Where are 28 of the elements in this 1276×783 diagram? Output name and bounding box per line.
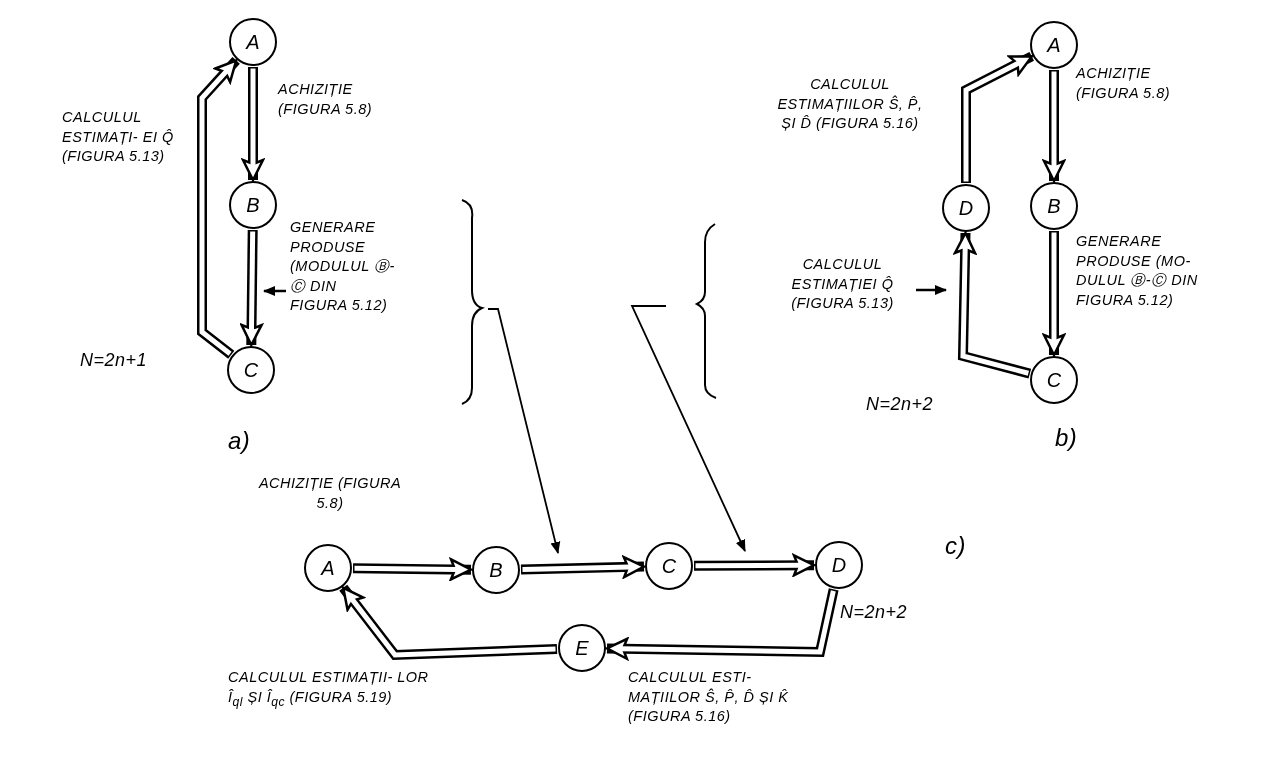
edge-label: CALCULUL ESTIMAȚIEI Q̂ (FIGURA 5.13) [790, 255, 895, 314]
circle-node: B [472, 546, 520, 594]
text-label: a) [228, 426, 251, 456]
edge-label: ACHIZIȚIE (FIGURA 5.8) [278, 80, 374, 119]
circle-node: C [1030, 356, 1078, 404]
edge-label: CALCULUL ESTIMAȚIILOR Ŝ, P̂, ȘI D̂ (FIGURA 5.16) [776, 75, 924, 134]
edge-label: ACHIZIȚIE (FIGURA 5.8) [1076, 64, 1172, 103]
circle-node: D [942, 184, 990, 232]
circle-node: A [229, 18, 277, 66]
edge-label: CALCULUL ESTI- MAȚIILOR Ŝ, P̂, D̂ ȘI K̂ (FIGURA 5.16) [628, 668, 790, 727]
circle-node: B [1030, 182, 1078, 230]
circle-node: E [558, 624, 606, 672]
circle-node: B [229, 181, 277, 229]
node-caption: ACHIZIȚIE (FIGURA 5.8) [257, 474, 403, 513]
edge-label: CALCULUL ESTIMAȚII- LOR Î$_{ql}$ ȘI Î$_{qc}$ (FIGURA 5.19) [228, 668, 430, 710]
edge-label: GENERARE PRODUSE (MODULUL Ⓑ-Ⓒ DIN FIGURA 5.12) [290, 218, 395, 316]
text-label: b) [1055, 423, 1078, 453]
text-label: N=2n+2 [866, 393, 934, 416]
circle-node: C [645, 542, 693, 590]
text-label: N=2n+1 [80, 349, 148, 372]
edge-label: GENERARE PRODUSE (MO- DULUL Ⓑ-Ⓒ DIN FIGURA 5.12) [1076, 232, 1199, 310]
circle-node: D [815, 541, 863, 589]
circle-node: C [227, 346, 275, 394]
edge-label: CALCULUL ESTIMAȚI- EI Q̂ (FIGURA 5.13) [62, 108, 175, 167]
circle-node: A [1030, 21, 1078, 69]
text-label: N=2n+2 [840, 601, 908, 624]
circle-node: A [304, 544, 352, 592]
text-label: c) [945, 531, 966, 561]
